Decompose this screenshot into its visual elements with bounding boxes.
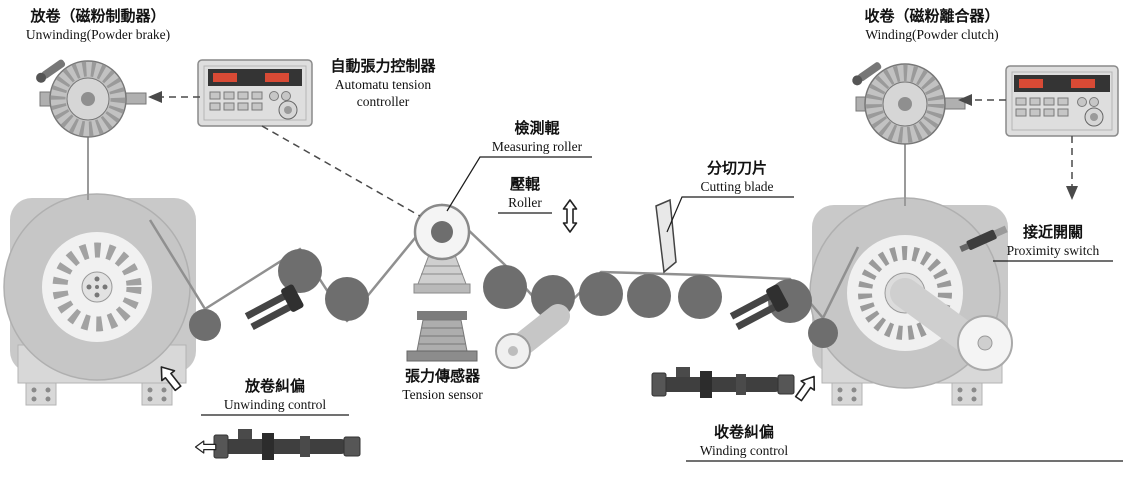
label-unwinding-en: Unwinding(Powder brake) — [25, 26, 171, 42]
label-winding-control-zh: 收卷糾偏 — [713, 424, 774, 441]
label-tension-controller: 自動張力控制器 Automatu tension controller — [316, 58, 450, 111]
cutting-blade-device — [655, 198, 677, 274]
roller — [678, 275, 722, 319]
motion-arrows — [154, 199, 822, 454]
unwinding-guide-actuator — [213, 429, 361, 460]
roller — [278, 249, 322, 293]
control-signal-lines — [148, 91, 1078, 217]
label-unwinding-control-zh: 放卷糾偏 — [244, 378, 305, 395]
label-cutting-blade-zh: 分切刀片 — [706, 160, 767, 177]
label-unwinding-zh: 放卷（磁粉制動器） — [30, 8, 166, 25]
label-tension-sensor-en: Tension sensor — [402, 386, 483, 402]
label-winding-control: 收卷糾偏 Winding control — [685, 424, 803, 460]
label-proximity-switch-en: Proximity switch — [1006, 242, 1100, 258]
edge-sensor-left — [244, 284, 304, 331]
edge-sensor-right — [729, 284, 789, 331]
tension-controller-right — [1005, 65, 1119, 137]
unwind-roll — [3, 193, 191, 381]
label-measuring-roller: 檢測輥 Measuring roller — [478, 120, 596, 156]
roller — [808, 318, 838, 348]
tension-sensor-device — [406, 311, 478, 362]
proximity-switch-device — [959, 225, 1008, 252]
label-proximity-switch: 接近開關 Proximity switch — [993, 224, 1113, 260]
label-tension-controller-zh: 自動張力控制器 — [330, 58, 436, 75]
label-tension-sensor: 張力傳感器 Tension sensor — [385, 368, 500, 404]
layon-roller-arm — [890, 278, 1013, 371]
label-unwinding-control-en: Unwinding control — [223, 396, 327, 412]
label-winding: 收卷（磁粉離合器） Winding(Powder clutch) — [836, 8, 1028, 44]
label-tension-sensor-zh: 張力傳感器 — [404, 368, 480, 385]
label-unwinding-control: 放卷糾偏 Unwinding control — [200, 378, 350, 414]
label-leader-lines — [201, 156, 1123, 462]
pressure-roller-arrow — [562, 199, 578, 233]
roller — [483, 265, 527, 309]
label-proximity-switch-zh: 接近開關 — [1022, 224, 1083, 241]
label-measuring-roller-en: Measuring roller — [491, 138, 583, 154]
roller — [579, 272, 623, 316]
nip-roller — [495, 304, 570, 369]
actuator-arrow — [194, 440, 217, 454]
winder-machine — [809, 197, 1013, 406]
label-cutting-blade-en: Cutting blade — [700, 178, 774, 194]
unwinder-machine — [3, 193, 196, 406]
roller — [189, 309, 221, 341]
winding-guide-actuator — [651, 367, 795, 398]
label-pressure-roller-en: Roller — [508, 194, 542, 210]
measuring-roller — [413, 203, 471, 294]
roller — [325, 277, 369, 321]
label-cutting-blade: 分切刀片 Cutting blade — [678, 160, 796, 196]
winding-control-arrow — [791, 371, 822, 405]
label-winding-en: Winding(Powder clutch) — [865, 26, 999, 42]
label-winding-control-en: Winding control — [699, 442, 789, 458]
powder-brake — [36, 59, 147, 200]
roller — [627, 274, 671, 318]
label-measuring-roller-zh: 檢測輥 — [514, 120, 560, 137]
label-unwinding: 放卷（磁粉制動器） Unwinding(Powder brake) — [0, 8, 196, 44]
label-pressure-roller: 壓輥 Roller — [496, 176, 554, 212]
label-tension-controller-en: Automatu tension controller — [334, 76, 432, 109]
label-pressure-roller-zh: 壓輥 — [509, 176, 540, 193]
tension-controller-left — [197, 59, 313, 127]
powder-clutch — [852, 62, 966, 206]
label-winding-zh: 收卷（磁粉離合器） — [864, 8, 1000, 25]
